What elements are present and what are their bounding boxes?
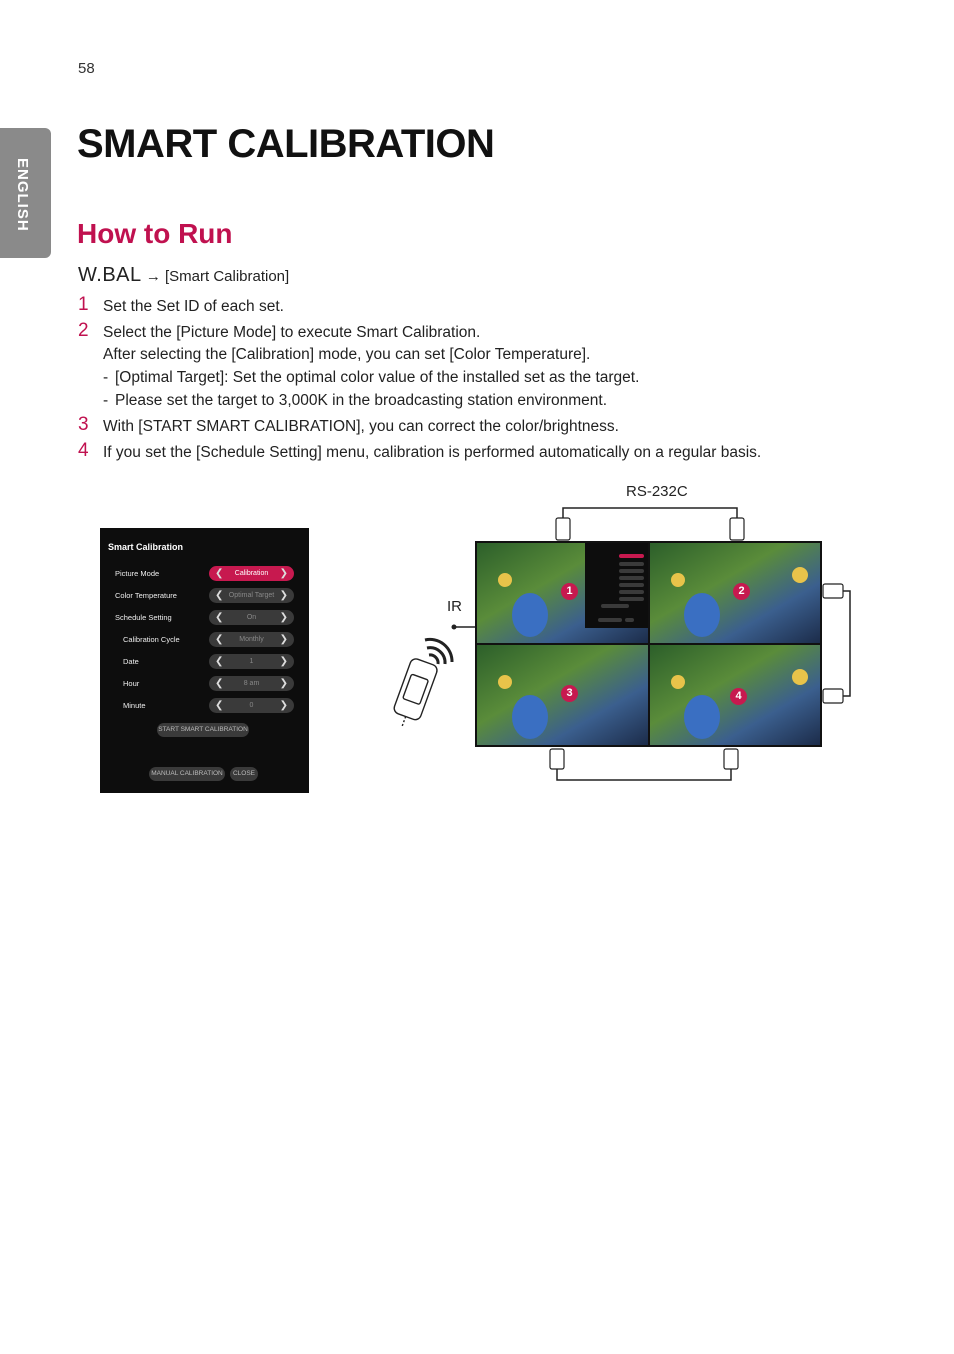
chevron-right-icon[interactable]: ❯ [279,568,288,579]
rs232c-cables [454,507,851,781]
step-note: -[Optimal Target]: Set the optimal color… [103,367,898,389]
close-button[interactable]: CLOSE [230,767,258,781]
selector-value: Monthly [239,636,264,643]
chevron-left-icon[interactable]: ❮ [215,612,224,623]
menu-row-date[interactable]: Date ❮ 1 ❯ [100,654,309,670]
chevron-right-icon[interactable]: ❯ [279,678,288,689]
chevron-right-icon[interactable]: ❯ [279,656,288,667]
page-title: SMART CALIBRATION [77,122,495,166]
wbal-button-label: W.BAL [78,264,142,286]
selector-value: Optimal Target [228,592,275,599]
picture-mode-selector[interactable]: ❮ Calibration ❯ [209,566,294,581]
menu-row-color-temperature[interactable]: Color Temperature ❮ Optimal Target ❯ [100,588,309,604]
step-number: 2 [78,320,89,341]
selector-value: 8 am [243,680,260,687]
step-note: -Please set the target to 3,000K in the … [103,390,898,412]
video-wall-screens [477,543,820,745]
note-dash: - [103,369,109,386]
chevron-left-icon[interactable]: ❮ [215,656,224,667]
step-text: Set the Set ID of each set. [103,298,284,315]
rs232c-label: RS-232C [626,483,688,500]
menu-path-target: [Smart Calibration] [164,268,290,285]
chevron-left-icon[interactable]: ❮ [215,700,224,711]
chevron-right-icon[interactable]: ❯ [279,590,288,601]
ir-sensor-dot [451,624,457,630]
menu-row-minute[interactable]: Minute ❮ 0 ❯ [100,698,309,714]
row-label: Schedule Setting [115,613,172,622]
screen-badge-2: 2 [733,583,750,600]
selector-value: 1 [249,658,254,665]
selector-value: On [246,614,257,621]
chevron-right-icon[interactable]: ❯ [279,634,288,645]
chevron-right-icon[interactable]: ❯ [279,700,288,711]
screen-badge-3: 3 [561,685,578,702]
language-tab: ENGLISH [0,128,51,258]
row-label: Hour [123,679,140,688]
chevron-left-icon[interactable]: ❮ [215,590,224,601]
chevron-left-icon[interactable]: ❮ [215,568,224,579]
page-number: 58 [78,60,95,77]
menu-row-picture-mode[interactable]: Picture Mode ❮ Calibration ❯ [100,566,309,582]
step-number: 3 [78,414,89,435]
step-number: 1 [78,294,89,315]
screen-badge-1: 1 [561,583,578,600]
screen-badge-4: 4 [730,688,747,705]
remote-icon [393,637,454,727]
row-label: Minute [123,701,146,710]
ir-label: IR [447,598,462,615]
chevron-left-icon[interactable]: ❮ [215,634,224,645]
step-text: If you set the [Schedule Setting] menu, … [103,444,762,461]
chevron-right-icon[interactable]: ❯ [279,612,288,623]
note-dash: - [103,392,109,409]
menu-row-hour[interactable]: Hour ❮ 8 am ❯ [100,676,309,692]
menu-title: Smart Calibration [108,542,184,552]
language-tab-label: ENGLISH [14,158,31,232]
section-title: How to Run [77,218,233,249]
note-text: [Optimal Target]: Set the optimal color … [115,369,640,386]
step-3: 3 With [START SMART CALIBRATION], you ca… [78,414,898,438]
cable-connectors [549,517,844,770]
step-text: With [START SMART CALIBRATION], you can … [103,418,619,435]
menu-row-calibration-cycle[interactable]: Calibration Cycle ❮ Monthly ❯ [100,632,309,648]
row-label: Color Temperature [115,591,177,600]
color-temperature-selector[interactable]: ❮ Optimal Target ❯ [209,588,294,603]
note-text: Please set the target to 3,000K in the b… [115,392,608,409]
row-label: Picture Mode [115,569,160,578]
row-label: Calibration Cycle [123,635,180,644]
video-wall-frame [475,541,822,747]
steps-list: 1 Set the Set ID of each set. 2 Select t… [78,294,898,468]
menu-row-schedule-setting[interactable]: Schedule Setting ❮ On ❯ [100,610,309,626]
step-text: Select the [Picture Mode] to execute Sma… [103,324,481,341]
smart-calibration-menu: Smart Calibration Picture Mode ❮ Calibra… [100,528,309,793]
date-selector[interactable]: ❮ 1 ❯ [209,654,294,669]
hour-selector[interactable]: ❮ 8 am ❯ [209,676,294,691]
mini-menu-overlay [585,543,648,628]
step-number: 4 [78,440,89,461]
step-4: 4 If you set the [Schedule Setting] menu… [78,440,898,464]
row-label: Date [123,657,139,666]
calibration-cycle-selector[interactable]: ❮ Monthly ❯ [209,632,294,647]
manual-calibration-button[interactable]: MANUAL CALIBRATION [149,767,225,781]
menu-path: W.BAL → [Smart Calibration] [78,264,289,287]
start-smart-calibration-button[interactable]: START SMART CALIBRATION [157,723,249,737]
arrow-icon: → [145,268,161,285]
step-2: 2 Select the [Picture Mode] to execute S… [78,320,898,412]
selector-value: 0 [249,702,254,709]
schedule-setting-selector[interactable]: ❮ On ❯ [209,610,294,625]
selector-value: Calibration [234,570,269,577]
step-1: 1 Set the Set ID of each set. [78,294,898,318]
step-text-line2: After selecting the [Calibration] mode, … [103,346,591,363]
minute-selector[interactable]: ❮ 0 ❯ [209,698,294,713]
chevron-left-icon[interactable]: ❮ [215,678,224,689]
